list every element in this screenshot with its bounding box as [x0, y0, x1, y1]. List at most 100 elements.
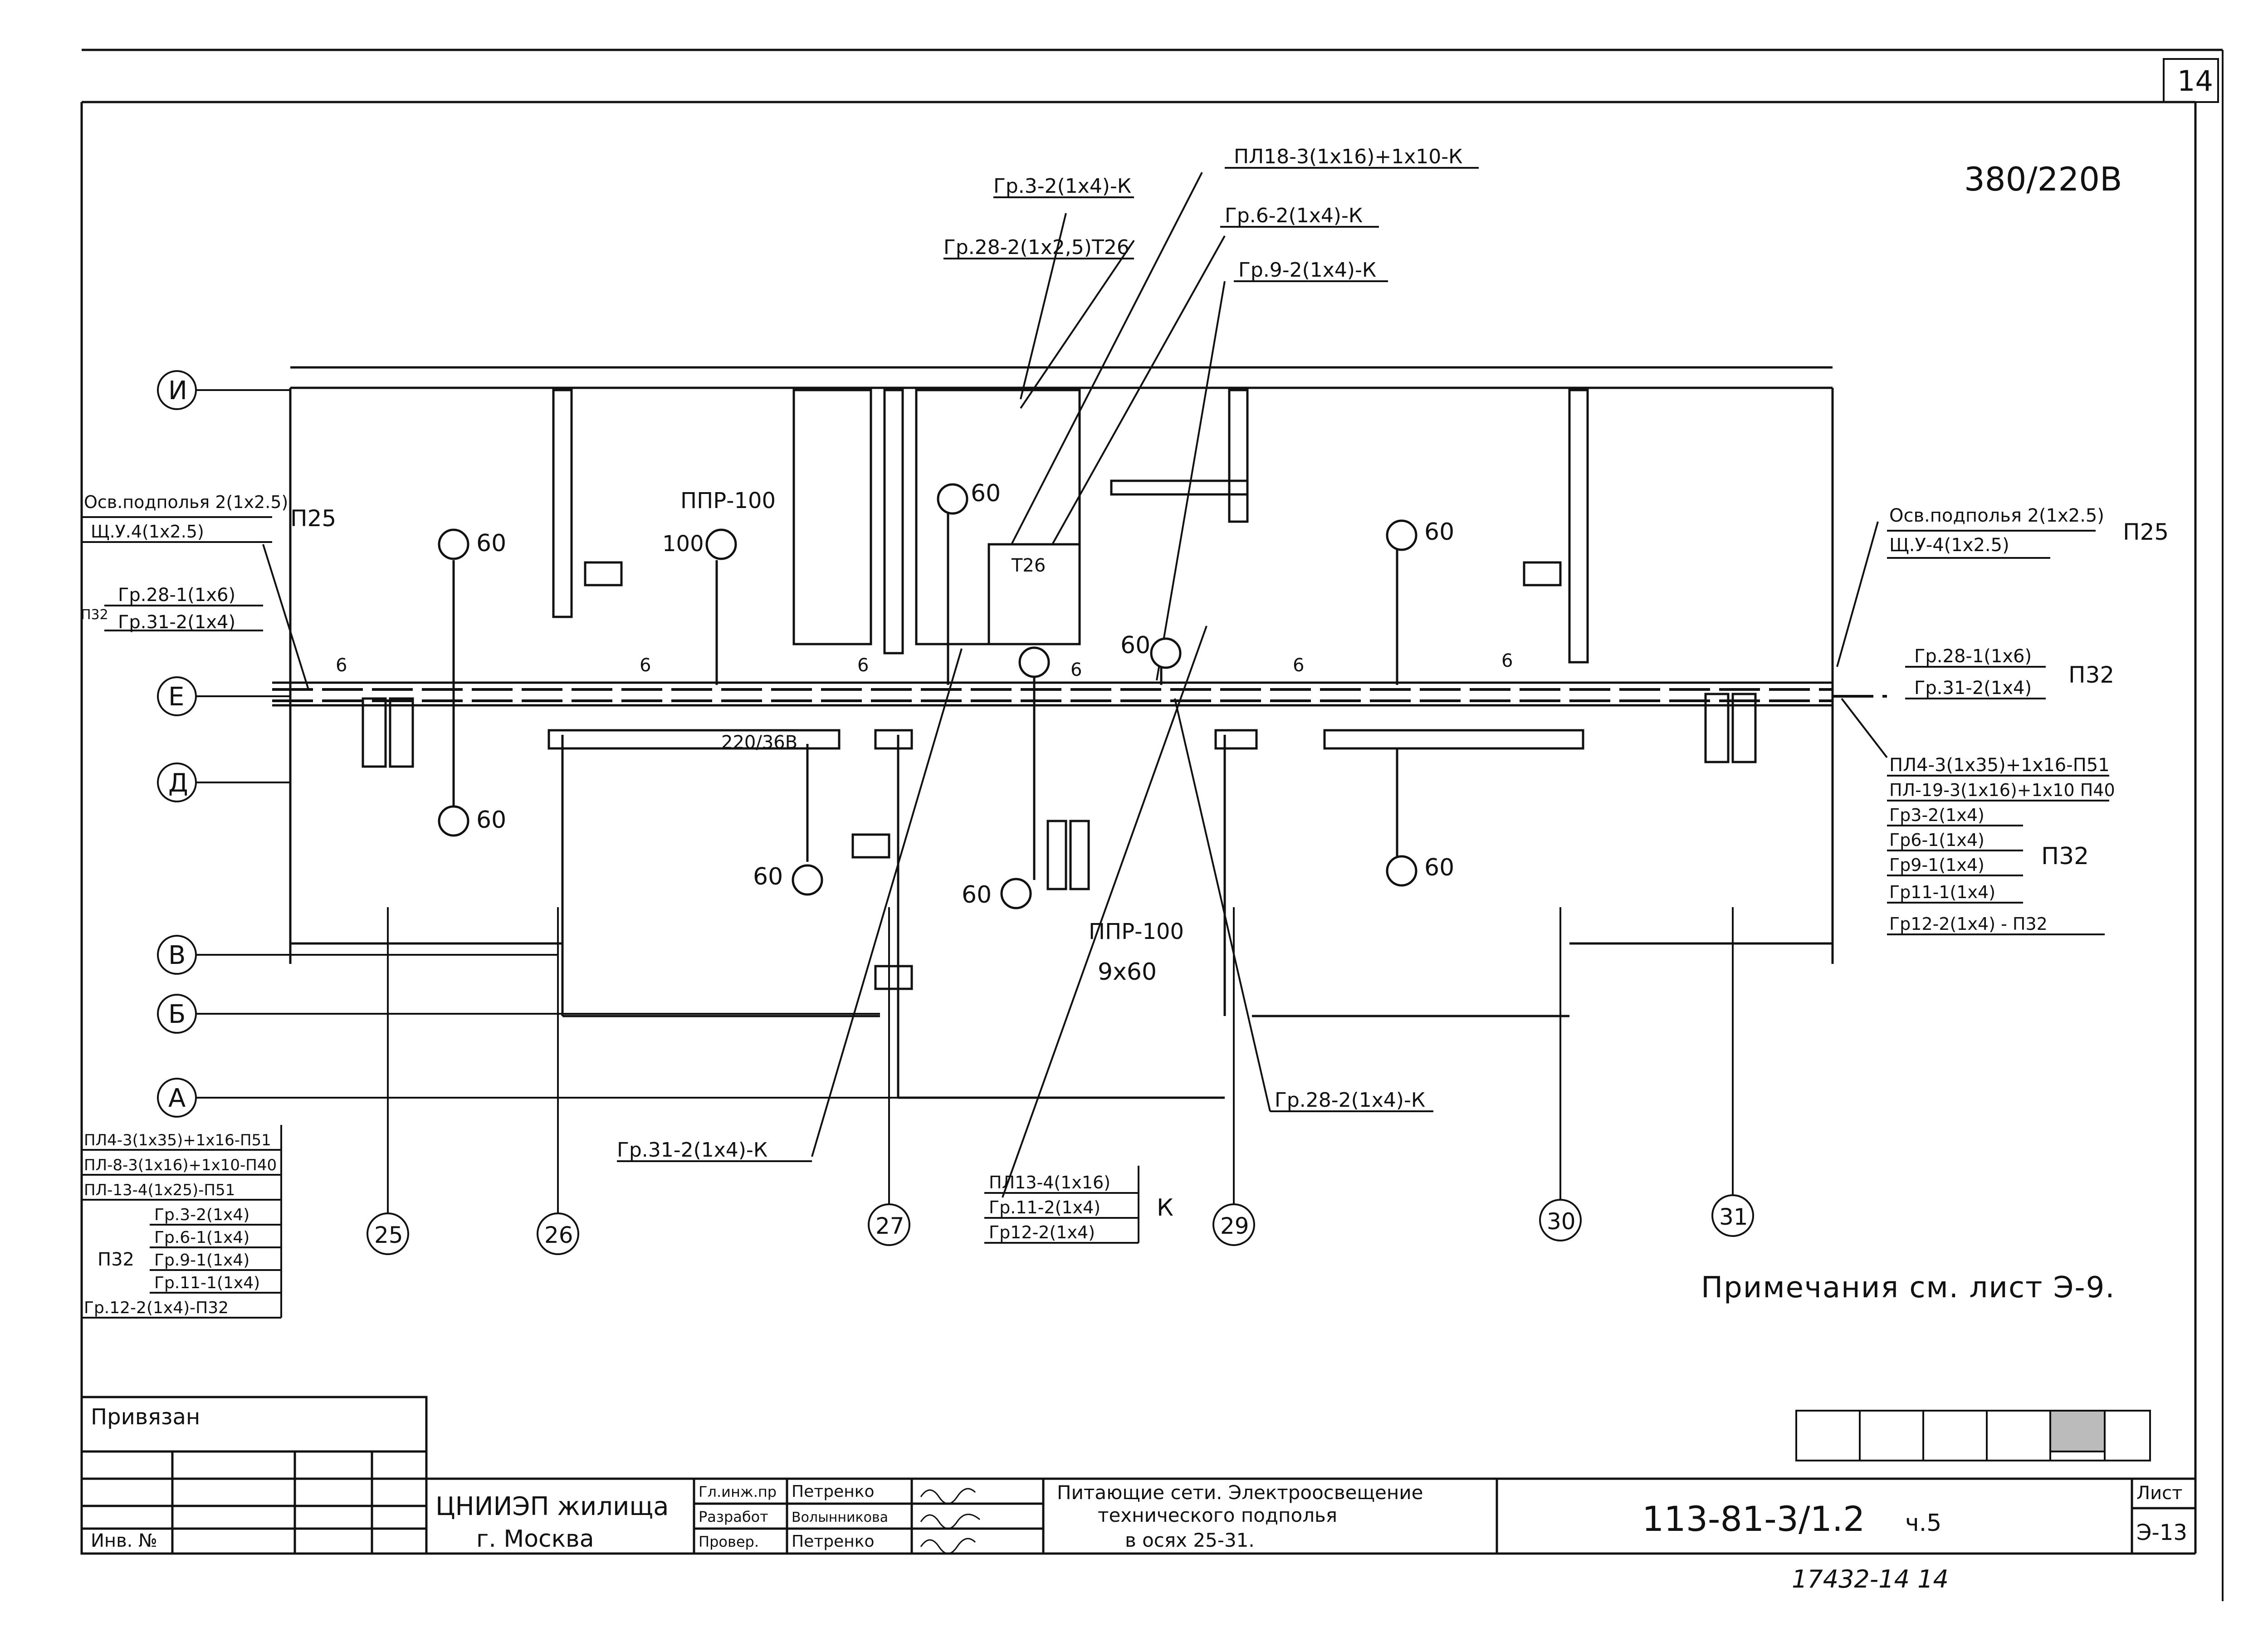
sheet-number: 14 [2177, 64, 2213, 98]
axis-row-i: И [168, 376, 187, 406]
bm-tag: К [1157, 1194, 1173, 1222]
lamp-label: 60 [476, 806, 506, 834]
lamp-label: 60 [1424, 518, 1454, 546]
axis-row-a: А [168, 1084, 186, 1113]
right-feed-2: ПЛ-19-3(1х16)+1х10 П40 [1889, 780, 2115, 800]
lamp-symbols [438, 483, 1418, 909]
cable-label: Гр.9-2(1х4)-К [1238, 259, 1376, 282]
ppr-value: 100 [662, 531, 704, 557]
right-feed-1: ПЛ4-3(1х35)+1х16-П51 [1889, 755, 2110, 776]
axis-col-26: 26 [544, 1222, 573, 1248]
callout-gr31: Гр.31-2(1х4)-К [617, 1139, 767, 1162]
bl-group-1: Гр.3-2(1х4) [154, 1206, 249, 1224]
bm-line-1: ПЛ13-4(1х16) [989, 1173, 1110, 1192]
bl-group-3: Гр.9-1(1х4) [154, 1251, 249, 1270]
building-plan [272, 366, 1834, 1099]
right-group-3: Гр9-1(1х4) [1889, 855, 1984, 875]
axis-col-27: 27 [875, 1213, 904, 1239]
bottom-left-panel [82, 1125, 282, 1319]
left-p25-line1: Осв.подполья 2(1х2.5) [84, 492, 288, 512]
voltage-label: 380/220В [1964, 160, 2122, 198]
ppr-value: 9х60 [1098, 958, 1157, 986]
ppr-label: ППР-100 [1089, 919, 1184, 944]
right-group-2: Гр6-1(1х4) [1889, 830, 1984, 850]
bl-feed-2: ПЛ-8-3(1х16)+1х10-П40 [84, 1156, 277, 1174]
name-2: Волынникова [792, 1510, 888, 1525]
bottom-mid-panel [984, 1166, 1139, 1244]
org-city: г. Москва [476, 1525, 594, 1553]
list-label: Лист [2136, 1483, 2182, 1504]
left-p32-line2: Гр.31-2(1х4) [118, 612, 235, 633]
right-last: Гр12-2(1х4) - П32 [1889, 914, 2048, 934]
axis-col-30: 30 [1547, 1208, 1576, 1235]
axis-row-v: В [168, 941, 186, 970]
axis-row-b: Б [168, 1000, 186, 1029]
axis-col-29: 29 [1220, 1213, 1249, 1239]
right-p32-line1: Гр.28-1(1х6) [1914, 646, 2032, 667]
title-block [80, 1396, 2195, 1555]
row-axes [157, 370, 1225, 1118]
title-line-3: в осях 25-31. [1125, 1529, 1255, 1551]
wire-count: 6 [1293, 655, 1304, 676]
axis-row-e: Е [168, 682, 184, 712]
left-p25-tag: П25 [290, 505, 336, 532]
right-groups-tag: П32 [2041, 843, 2089, 870]
right-p25-line1: Осв.подполья 2(1х2.5) [1889, 505, 2104, 526]
lamp-label: 60 [971, 480, 1001, 507]
axis-col-31: 31 [1719, 1204, 1748, 1230]
lamp-label: 60 [476, 530, 506, 557]
top-cable-underlines [943, 167, 1479, 282]
note-text: Примечания см. лист Э-9. [1701, 1271, 2116, 1305]
wire-count: 6 [857, 655, 869, 676]
bl-group-4: Гр.11-1(1х4) [154, 1274, 260, 1292]
left-p32-line1: Гр.28-1(1х6) [118, 585, 235, 606]
right-panel [1887, 530, 2109, 935]
left-p32-tag: П32 [81, 607, 108, 623]
lamp-label: 60 [962, 881, 992, 909]
doc-code: 113-81-3/1.2 [1642, 1499, 1865, 1539]
role-1: Гл.инж.пр [699, 1483, 777, 1500]
name-1: Петренко [792, 1482, 875, 1501]
right-p25-line2: Щ.У-4(1х2.5) [1889, 535, 2009, 556]
right-p25-tag: П25 [2123, 519, 2169, 545]
cable-label: Гр.3-2(1х4)-К [993, 175, 1131, 198]
wire-count: 6 [336, 655, 347, 676]
main-cable-run [272, 688, 1887, 702]
axis-row-d: Д [168, 768, 188, 798]
bm-line-2: Гр.11-2(1х4) [989, 1197, 1100, 1217]
title-line-2: технического подполья [1098, 1504, 1337, 1526]
signature [920, 1488, 980, 1554]
lamp-drops [452, 513, 1398, 880]
bl-feed-1: ПЛ4-3(1х35)+1х16-П51 [84, 1131, 271, 1149]
callout-gr28: Гр.28-2(1х4)-К [1275, 1089, 1425, 1112]
lamp-label: 60 [753, 863, 783, 890]
title-line-1: Питающие сети. Электроосвещение [1057, 1481, 1423, 1504]
leader-lines [262, 172, 1888, 1198]
right-group-4: Гр11-1(1х4) [1889, 882, 1995, 902]
key-plan [1795, 1410, 2151, 1461]
inv-label: Инв. № [91, 1530, 157, 1551]
role-3: Провер. [699, 1533, 759, 1550]
right-group-1: Гр3-2(1х4) [1889, 805, 1984, 825]
bl-last: Гр.12-2(1х4)-П32 [84, 1299, 229, 1317]
left-panel [82, 516, 272, 631]
axis-col-25: 25 [374, 1222, 403, 1248]
cable-label: ПЛ18-3(1х16)+1х10-К [1234, 145, 1462, 168]
lamp-label: 60 [1424, 854, 1454, 881]
role-2: Разработ [699, 1508, 768, 1525]
org-name: ЦНИИЭП жилища [435, 1492, 669, 1521]
cable-label: Гр.28-2(1х2,5)Т26 [943, 236, 1129, 259]
left-p25-line2: Щ.У.4(1х2.5) [91, 522, 204, 542]
socket-label: 220/36В [721, 732, 797, 753]
ppr-label: ППР-100 [680, 488, 776, 513]
bottom-code: 17432-14 14 [1792, 1565, 1949, 1593]
name-3: Петренко [792, 1532, 875, 1551]
right-p32-tag: П32 [2068, 662, 2114, 688]
privyazan-label: Привязан [91, 1404, 200, 1430]
wire-count: 6 [1501, 650, 1513, 671]
column-axes [367, 907, 1754, 1255]
top-cable-labels: Гр.3-2(1х4)-К Гр.28-2(1х2,5)Т26 ПЛ18-3(1… [943, 145, 1462, 282]
bl-group-2: Гр.6-1(1х4) [154, 1228, 249, 1247]
doc-part: ч.5 [1905, 1510, 1941, 1537]
